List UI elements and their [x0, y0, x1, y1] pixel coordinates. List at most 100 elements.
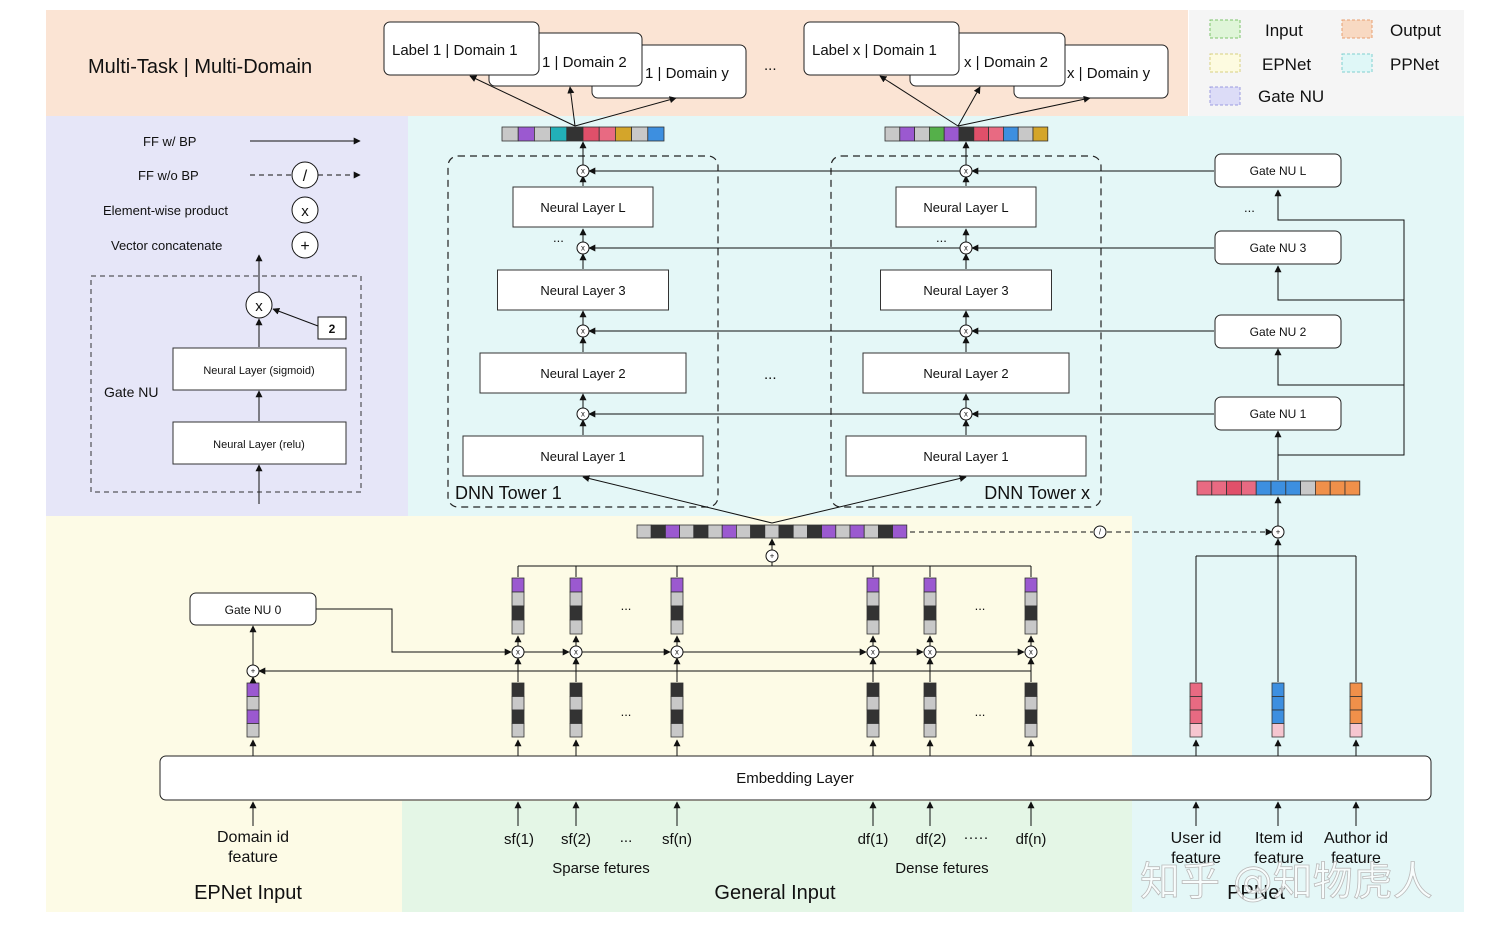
gated-embedding-cell [1024, 619, 1038, 635]
general-concat-cell [636, 524, 652, 539]
output-vector-left [501, 126, 665, 142]
general-concat-cell [764, 524, 780, 539]
gated-embedding-cell [511, 577, 525, 593]
ppnet-gate-box [1214, 230, 1342, 265]
general-concat-cell [650, 524, 666, 539]
feature-embedding-cell [569, 709, 583, 724]
tower-layer-label: Neural Layer 3 [540, 283, 625, 298]
tower-layer [895, 186, 1037, 228]
gate-scale-value: 2 [329, 322, 336, 336]
output-left-cell [647, 126, 665, 142]
tower-layer [512, 186, 654, 228]
feature-embedding-cell [866, 696, 880, 711]
gated-embedding-cell [511, 605, 525, 621]
legend-input-label: Input [1265, 21, 1303, 40]
feature-product-node-glyph: x [574, 648, 578, 657]
gated-embedding-cell [670, 577, 684, 593]
gated-embedding-cell [670, 591, 684, 607]
ppnet-embedding-cell [1349, 723, 1363, 738]
dense-features-caption: Dense fetures [895, 860, 988, 877]
output-right-cell [1003, 126, 1019, 142]
general-concat-cell [736, 524, 752, 539]
feature-embedding-cell [866, 682, 880, 697]
feature-ellipsis: ... [975, 598, 986, 613]
sparse-feature-1: sf(1) [504, 831, 534, 848]
epnet-input-title: EPNet Input [194, 882, 302, 904]
ppnet-gate-box [1214, 396, 1342, 431]
towers-ellipsis: ... [764, 366, 777, 383]
output-right-cell [884, 126, 901, 142]
output-left-cell [598, 126, 616, 142]
legend-output-swatch [1341, 19, 1373, 39]
ppnet-embedding-cell [1189, 723, 1203, 738]
feature-embedding-cell [1024, 682, 1038, 697]
sparse-features-caption: Sparse fetures [552, 860, 650, 877]
feature-product-node-glyph: x [871, 648, 875, 657]
tower-product-node-glyph: x [581, 410, 585, 419]
gated-embedding-cell [866, 619, 880, 635]
output-left-cell [566, 126, 584, 142]
feature-embedding-cell [511, 682, 525, 697]
dense-feature-ellipsis: ····· [964, 829, 989, 846]
dense-feature-1: df(1) [858, 831, 889, 848]
legend-input-swatch [1209, 19, 1241, 39]
gate-sigmoid-label: Neural Layer (sigmoid) [203, 365, 314, 377]
legend-gatenu-label: Gate NU [1258, 87, 1324, 106]
key-ff-bp-label: FF w/ BP [143, 134, 196, 149]
tower-layer-label: Neural Layer 2 [540, 366, 625, 381]
epnet-input-region [46, 801, 402, 912]
feature-embedding-cell [1024, 723, 1038, 738]
key-stop-gradient-glyph: / [303, 168, 308, 185]
feature-ellipsis: ... [975, 704, 986, 719]
gate-sigmoid-layer [172, 347, 347, 391]
tower-product-node-glyph: x [964, 327, 968, 336]
dense-feature-2: df(2) [916, 831, 947, 848]
feature-embedding-cell [511, 696, 525, 711]
gated-embedding-cell [511, 591, 525, 607]
tower-layer-label: Neural Layer 2 [923, 366, 1008, 381]
ppnet-embedding-cell [1271, 723, 1285, 738]
output-left-cell [582, 126, 600, 142]
key-panel: FF w/ BP FF w/o BP / Element-wise produc… [103, 134, 361, 259]
key-concat-label: Vector concatenate [111, 238, 222, 253]
domain-embedding-cell [246, 682, 260, 697]
ppnet-concat-cell [1315, 480, 1331, 496]
feature-embedding-cell [866, 709, 880, 724]
feature-ellipsis: ... [621, 704, 632, 719]
general-concat-cell [807, 524, 823, 539]
connector-path [1274, 265, 1404, 301]
legend: Input Output EPNet PPNet Gate NU [1189, 10, 1464, 116]
tower-layer [497, 269, 669, 311]
gated-embedding-cell [1024, 577, 1038, 593]
domain-embedding-cell [246, 723, 260, 738]
ppnet-concat-cell [1241, 480, 1257, 496]
ppnet-gate-box [1214, 314, 1342, 349]
feature-ellipsis: ... [621, 598, 632, 613]
ppnet-concat-plus-glyph: + [1276, 528, 1281, 537]
gated-embedding-cell [569, 577, 583, 593]
feature-product-node [1024, 645, 1038, 659]
ppnet-title: PPNet [1227, 882, 1285, 904]
stop-gradient-node [1093, 525, 1107, 539]
gate-nu-0-box [189, 592, 317, 626]
ppnet-gate-label: Gate NU 2 [1250, 325, 1307, 339]
feature-product-node-glyph: x [675, 648, 679, 657]
ppnet-gate-label: Gate NU L [1250, 164, 1307, 178]
ppnet-concat-cell [1226, 480, 1242, 496]
ppnet-embedding-cell [1349, 682, 1363, 697]
general-concat-vector: +/ [636, 524, 1273, 563]
feature-embedding-cell [923, 709, 937, 724]
key-concat-glyph: + [300, 238, 309, 255]
legend-epnet-label: EPNet [1262, 55, 1311, 74]
output-left-cell [534, 126, 552, 142]
gate-scale-box [317, 316, 347, 340]
general-concat-cell [863, 524, 879, 539]
feature-embedding-cell [923, 723, 937, 738]
ppnet-embedding-cell [1271, 696, 1285, 711]
